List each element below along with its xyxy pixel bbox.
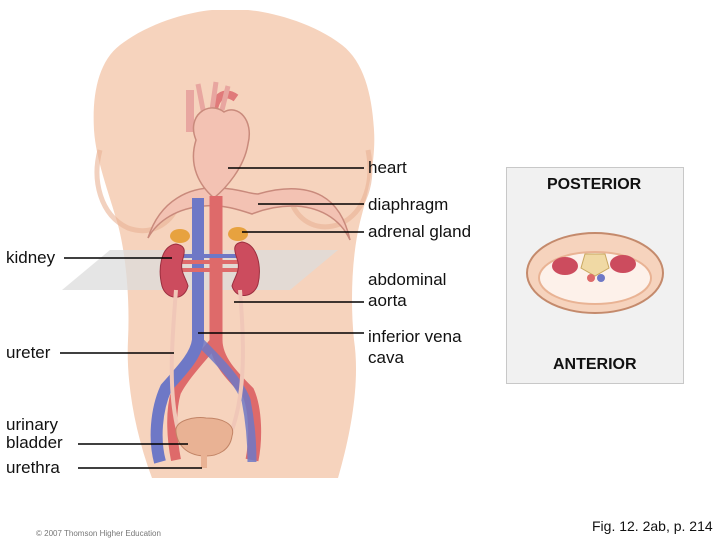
left-ureter <box>169 289 180 431</box>
torso-silhouette <box>93 10 375 478</box>
label-inferior-vena-cava-2: cava <box>368 348 404 367</box>
label-diaphragm: diaphragm <box>368 195 449 214</box>
label-posterior: POSTERIOR <box>547 176 642 193</box>
renal-vessels <box>176 260 246 272</box>
left-breast-shadow <box>94 149 181 234</box>
label-urinary-bladder-1: urinary <box>6 415 58 434</box>
cross-section-diagram <box>526 232 664 314</box>
inset-vena-cava <box>597 274 605 282</box>
label-anterior: ANTERIOR <box>553 356 637 373</box>
right-kidney <box>231 241 260 296</box>
label-abdominal-aorta-2: aorta <box>368 291 407 310</box>
right-ureter <box>230 289 245 431</box>
inferior-vena-cava <box>150 198 204 464</box>
label-inferior-vena-cava-1: inferior vena <box>368 327 462 346</box>
vertebra <box>580 253 610 277</box>
inset-left-kidney <box>552 257 578 275</box>
aorta-left-branch <box>167 336 220 461</box>
label-adrenal-gland: adrenal gland <box>368 222 472 241</box>
inset-right-kidney <box>610 255 636 273</box>
urinary-bladder-organ <box>175 417 234 457</box>
label-abdominal-aorta-1: abdominal <box>368 270 447 289</box>
copyright-notice: © 2007 Thomson Higher Education <box>36 529 161 538</box>
label-heart: heart <box>368 158 407 177</box>
vena-cava-right-branch <box>196 338 257 463</box>
figure-caption: Fig. 12. 2ab, p. 214 <box>592 518 713 534</box>
left-adrenal-gland <box>170 229 190 243</box>
label-urethra: urethra <box>6 458 60 477</box>
label-ureter: ureter <box>6 343 51 362</box>
label-kidney: kidney <box>6 248 56 267</box>
right-adrenal-gland <box>228 227 248 241</box>
heart-organ <box>192 107 251 199</box>
label-urinary-bladder-2: bladder <box>6 433 63 452</box>
inset-aorta <box>587 274 595 282</box>
cross-section-inset: POSTERIOR ANTERIOR <box>506 167 684 384</box>
